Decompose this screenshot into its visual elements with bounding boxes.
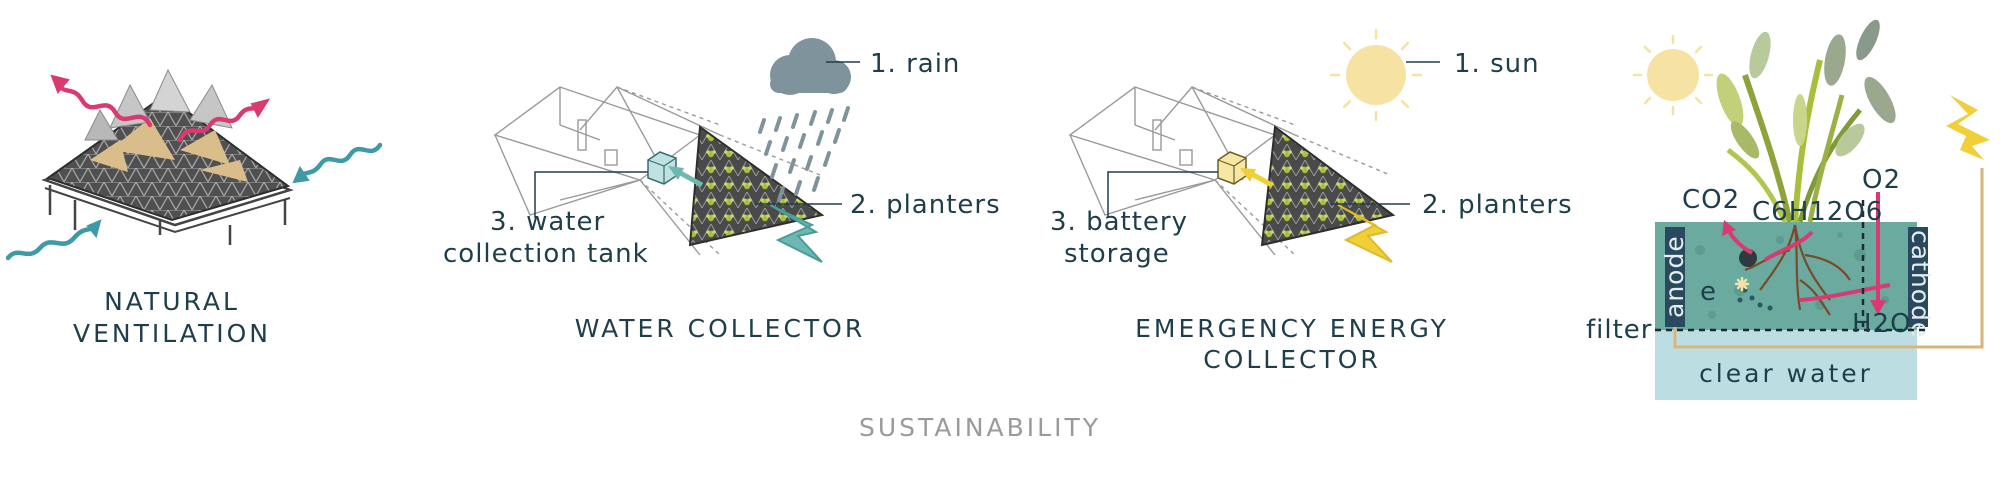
ventilation-caption-line2: VENTILATION <box>73 319 271 348</box>
sun-icon-energy <box>1329 28 1423 122</box>
sun-icon-cell <box>1632 34 1714 116</box>
label-water-planters: 2. planters <box>850 190 1001 220</box>
fuel-cell-panel: anode cathode e CO2 C6H12O6 O2 H2O filte… <box>1586 19 1990 400</box>
label-h2o: H2O <box>1852 309 1912 339</box>
label-battery-line2: storage <box>1064 239 1170 269</box>
lightning-icon-cell <box>1946 95 1990 160</box>
energy-collector-panel: 1. sun 2. planters 3. battery storage EM… <box>1050 28 1573 374</box>
label-tank-line2: collection tank <box>443 239 649 269</box>
glucose-arrow <box>1763 230 1814 262</box>
clear-water-tank <box>1655 330 1917 400</box>
wind-out-arrow-right <box>177 102 265 143</box>
label-electron: e <box>1700 277 1717 307</box>
rain-drops-icon <box>758 106 850 202</box>
soil-chamber <box>1655 222 1917 330</box>
cloud-icon <box>770 38 851 95</box>
cathode-electrode <box>1908 227 1928 327</box>
ventilation-caption-line1: NATURAL <box>104 287 240 316</box>
label-glucose: C6H12O6 <box>1752 197 1883 227</box>
spark-icon <box>1734 276 1750 292</box>
footer-title: SUSTAINABILITY <box>859 413 1101 442</box>
label-rain: 1. rain <box>870 49 960 79</box>
wind-out-arrow-left <box>52 77 153 128</box>
label-clear-water: clear water <box>1699 359 1873 388</box>
water-collector-panel: 1. rain 2. planters 3. water collection … <box>443 38 1001 343</box>
plant-illustration <box>1716 19 1896 224</box>
water-tank-cube <box>647 151 677 185</box>
label-energy-planters: 2. planters <box>1422 190 1573 220</box>
wind-in-arrow-left <box>5 223 99 261</box>
external-circuit-wire <box>1673 168 1984 349</box>
label-tank-line1: 3. water <box>490 207 605 237</box>
water-caption: WATER COLLECTOR <box>575 314 865 343</box>
label-co2: CO2 <box>1682 185 1740 215</box>
label-anode: anode <box>1660 235 1689 318</box>
battery-cube <box>1217 151 1247 185</box>
label-filter: filter <box>1586 315 1652 345</box>
proton-flow-arrow <box>1799 283 1891 302</box>
label-sun: 1. sun <box>1454 49 1540 79</box>
lightning-icon-teal <box>769 204 823 263</box>
bacteria-icon <box>1739 249 1757 267</box>
soil-texture <box>1695 232 1889 319</box>
anode-electrode <box>1665 227 1685 327</box>
energy-house-wireframe <box>1068 85 1391 256</box>
label-o2: O2 <box>1862 165 1901 195</box>
label-battery-line1: 3. battery <box>1050 207 1188 237</box>
lightning-icon-yellow <box>1337 204 1393 263</box>
energy-planters-triangle <box>1260 125 1396 247</box>
energy-caption-line1: EMERGENCY ENERGY <box>1135 314 1449 343</box>
wind-in-arrow-right <box>295 142 383 181</box>
energy-caption-line2: COLLECTOR <box>1203 345 1381 374</box>
ventilation-panel: NATURAL VENTILATION <box>5 68 383 348</box>
label-cathode: cathode <box>1906 230 1935 338</box>
